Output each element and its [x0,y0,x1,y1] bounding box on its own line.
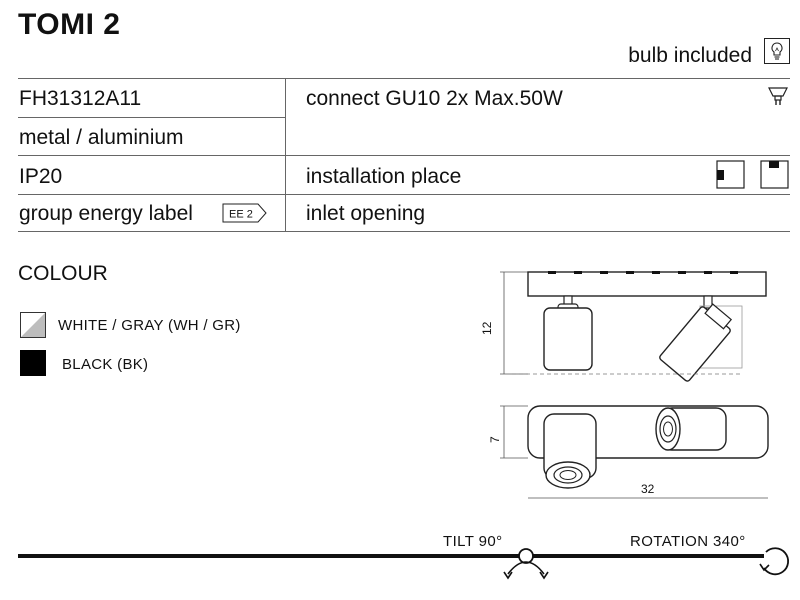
depth-dimension: 7 [488,436,502,443]
table-line [18,194,790,195]
table-line-left [18,117,285,118]
table-line-top [18,78,790,79]
connect-info: connect GU10 2x Max.50W [306,87,563,110]
colour-option-label: BLACK (BK) [62,356,149,373]
table-line [18,155,790,156]
rotation-icon [758,540,796,585]
length-dimension: 32 [641,482,655,496]
ceiling-mount-icon [760,160,790,195]
energy-class-badge: EE 2 [222,203,268,228]
wall-mount-icon [716,160,746,195]
white-gray-swatch [20,312,46,338]
product-title: TOMI 2 [18,8,121,41]
colour-option-label: WHITE / GRAY (WH / GR) [58,317,241,334]
rotation-label: ROTATION 340° [630,533,746,550]
colour-title: COLOUR [18,262,108,285]
side-view-drawing [480,262,780,387]
top-view-drawing [480,398,780,513]
energy-label: group energy label [19,202,193,225]
inlet-opening: inlet opening [306,202,426,225]
bulb-icon [764,38,790,64]
tilt-label: TILT 90° [443,533,503,550]
gu10-icon [766,84,790,113]
energy-class-text: EE 2 [229,209,253,221]
tilt-icon [498,544,554,589]
black-swatch [20,350,46,376]
table-line-bottom [18,231,790,232]
height-dimension: 12 [480,321,494,335]
bulb-included-text: bulb included [628,44,752,67]
installation-place: installation place [306,165,462,188]
table-divider [285,78,286,231]
product-code: FH31312A11 [19,87,142,110]
material: metal / aluminium [19,126,184,149]
ip-rating: IP20 [19,165,63,188]
motion-bar [18,554,764,558]
